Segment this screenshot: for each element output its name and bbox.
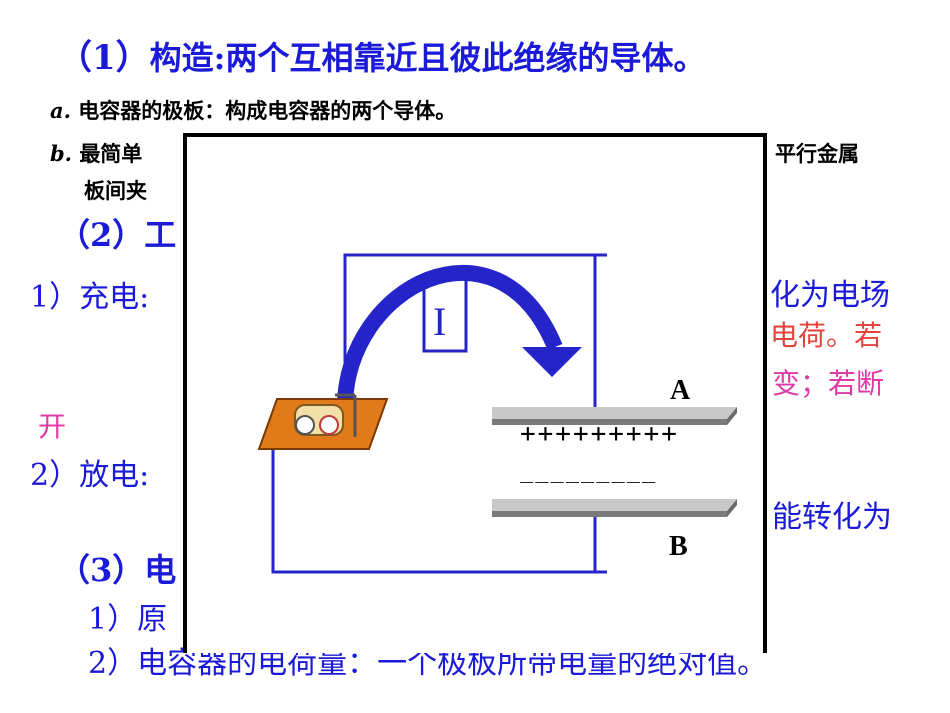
charge-right-1: 化为电场 [770,278,890,313]
charge-right-3: 变；若断 [772,367,885,400]
current-label: I [433,299,446,344]
plate-a [492,407,737,425]
plate-a-label: A [670,375,691,406]
item-3-1: 1）原 [88,602,168,637]
discharge-label: 2）放电: [30,458,150,493]
current-arrow-icon [337,264,582,408]
discharge-right: 能转化为 [772,500,892,535]
circuit-wire [271,253,607,574]
capacitor-diagram-frame: I A +++++++++ ‾‾‾‾‾‾‾‾‾ B [183,133,767,653]
charge-right-2: 电荷。若 [770,319,883,352]
charge-cont: 开 [38,410,67,443]
heading-number: （1） [58,38,150,78]
item-b-line2: 板间夹 [84,178,147,203]
current-label-box [422,277,468,353]
item-b-right: 平行金属 [775,141,859,166]
heading-construction: （1）构造:两个互相靠近且彼此绝缘的导体。 [58,30,706,79]
plate-b-charges: ‾‾‾‾‾‾‾‾‾ [520,480,657,505]
heading-text: 构造:两个互相靠近且彼此绝缘的导体。 [149,39,706,77]
item-b: b. 最简单 [50,141,143,166]
item-a: a. 电容器的极板：构成电容器的两个导体。 [50,98,457,123]
heading-capacitance: （3）电 [58,551,177,589]
switch-icon [257,393,389,450]
capacitor-circuit-diagram: I A +++++++++ ‾‾‾‾‾‾‾‾‾ B [257,253,737,574]
plate-b [492,499,737,517]
heading-working: （2）工 [58,216,177,254]
plate-a-charges: +++++++++ [520,419,679,449]
plate-b-label: B [669,531,688,562]
charge-label: 1）充电: [30,280,150,315]
